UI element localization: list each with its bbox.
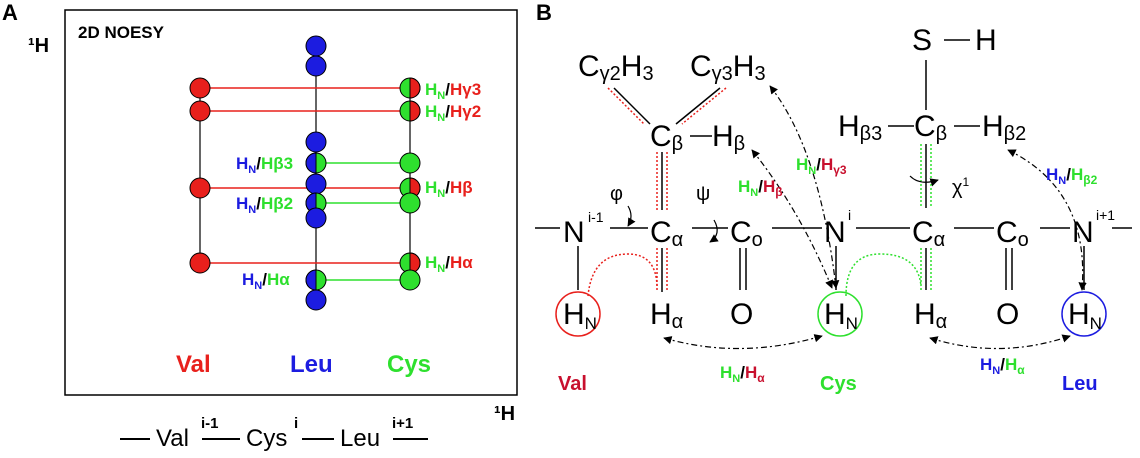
atom-hb-val: Hβ	[712, 120, 745, 155]
noe-label-hn-ha-leu: HN/Hα	[980, 355, 1025, 377]
atom-o-val: O	[730, 298, 753, 331]
residue-label-val-b: Val	[558, 373, 587, 395]
atom-cg2h3: Cγ2H3	[578, 50, 654, 85]
atom-hb3-cys: Hβ3	[838, 110, 882, 145]
atom-h-thiol: H	[975, 24, 997, 57]
svg-text:i-1: i-1	[201, 415, 219, 432]
label-hn-hb3: HN/Hβ3	[236, 154, 293, 176]
atom-n-next: N	[1072, 216, 1094, 249]
atom-co-cys: Co	[996, 216, 1029, 251]
panel-a: A ¹H 2D NOESY	[2, 0, 518, 452]
atom-s: S	[912, 24, 932, 57]
residue-label-cys: Cys	[387, 351, 431, 378]
peak-leu	[305, 289, 327, 311]
chi1-angle: χ1	[952, 175, 970, 199]
hn-leu-circle	[1061, 291, 1107, 337]
atom-cb-cys: Cβ	[914, 110, 947, 145]
panel-b-letter: B	[536, 0, 552, 25]
atom-hb2-cys: Hβ2	[982, 110, 1026, 145]
svg-text:i: i	[848, 207, 851, 223]
psi-angle: ψ	[696, 183, 710, 205]
atom-ca-cys: Cα	[912, 216, 945, 251]
svg-text:i-1: i-1	[588, 209, 604, 225]
peak-leu	[305, 173, 327, 195]
atom-ha-val: Hα	[650, 298, 683, 333]
noe-label-hn-ha-cys: HN/Hα	[720, 363, 765, 385]
residue-label-leu-b: Leu	[1062, 373, 1098, 395]
hn-cys-circle	[817, 291, 863, 337]
label-hn-hb2: HN/Hβ2	[236, 194, 293, 216]
svg-text:Val: Val	[156, 425, 189, 452]
atom-cb-val: Cβ	[650, 120, 683, 155]
noe-label-hn-hb: HN/Hβ	[738, 177, 783, 199]
peak-val	[189, 100, 211, 122]
phi-angle: φ	[610, 183, 623, 205]
residue-label-leu: Leu	[290, 351, 333, 378]
atom-ca-val: Cα	[650, 216, 683, 251]
svg-text:Leu: Leu	[340, 425, 380, 452]
atom-n-prev: N	[563, 216, 585, 249]
peak-cys-val-split	[399, 77, 421, 99]
atom-ha-cys: Hα	[914, 298, 947, 333]
atom-o-cys: O	[996, 298, 1019, 331]
atom-cg3h3: Cγ3H3	[690, 50, 766, 85]
atom-hn-cys: HN	[824, 298, 858, 333]
label-hn-hg2: HN/Hγ2	[425, 102, 481, 124]
peak-cys-val-split	[399, 252, 421, 274]
peak-val	[189, 252, 211, 274]
atom-hn-leu: HN	[1068, 298, 1102, 333]
atom-co-val: Co	[730, 216, 763, 251]
svg-text:Cys: Cys	[246, 425, 287, 452]
peak-leu	[305, 207, 327, 229]
peak-cys	[399, 192, 421, 214]
peak-val	[189, 77, 211, 99]
label-hn-hg3: HN/Hγ3	[425, 80, 481, 102]
hn-val-circle	[555, 291, 601, 337]
label-hn-ha-leu: HN/Hα	[242, 270, 290, 292]
svg-text:i+1: i+1	[392, 415, 413, 432]
noe-label-hn-hb2: HN/Hβ2	[1046, 165, 1098, 187]
sequence: Val i-1 Cys i Leu i+1	[120, 415, 428, 452]
label-hn-ha: HN/Hα	[425, 253, 473, 275]
svg-text:i+1: i+1	[1096, 207, 1115, 223]
atom-hn-val: HN	[563, 298, 597, 333]
spectrum-title: 2D NOESY	[78, 23, 165, 42]
panel-b: B S H Cγ2H3 Cγ3H3 Cβ Hβ Hβ3 Cβ Hβ2	[535, 0, 1132, 395]
noe-arrow-hn-ha	[663, 334, 823, 350]
noe-arrow-hn-hg3	[769, 85, 840, 289]
peak-leu-cys-split	[305, 269, 327, 291]
noesy-spectrum-frame	[64, 9, 518, 396]
peak-leu	[305, 35, 327, 57]
peak-leu	[305, 131, 327, 153]
peak-cys-val-split	[399, 100, 421, 122]
axis-label-left: ¹H	[28, 35, 49, 57]
residue-label-cys-b: Cys	[820, 373, 857, 395]
noe-label-hn-hg3: HN/Hγ3	[796, 155, 847, 177]
noe-arrow-hn-ha-leu	[929, 334, 1071, 350]
residue-label-val: Val	[176, 351, 211, 378]
svg-text:i: i	[294, 415, 298, 432]
peak-val	[189, 177, 211, 199]
label-hn-hb: HN/Hβ	[425, 178, 473, 200]
peak-cys	[399, 269, 421, 291]
axis-label-bottom: ¹H	[494, 403, 515, 425]
peak-cys	[399, 152, 421, 174]
peak-leu-cys-split	[305, 152, 327, 174]
peak-leu	[305, 55, 327, 77]
panel-a-letter: A	[2, 0, 18, 25]
